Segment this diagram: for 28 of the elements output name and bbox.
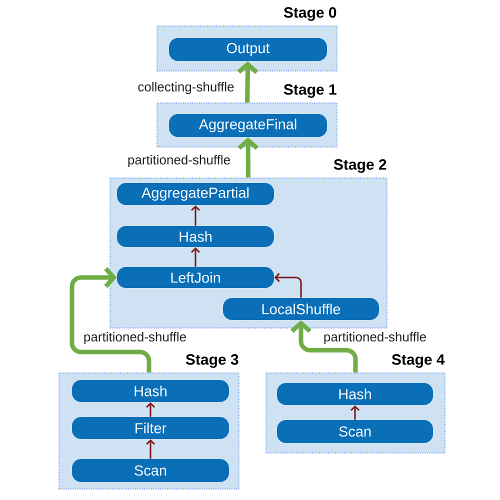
operator-box: Output [169, 38, 327, 61]
operator-box: Hash [277, 383, 433, 405]
operator-box: AggregatePartial [117, 183, 274, 205]
operator-box: Hash [72, 380, 229, 402]
operator-box: Hash [117, 226, 274, 247]
operator-box: Scan [72, 459, 229, 482]
stage-title: Stage 1 [284, 84, 336, 98]
operator-box: LocalShuffle [223, 298, 379, 320]
operator-box: AggregateFinal [169, 114, 327, 137]
stage-title: Stage 3 [186, 354, 238, 368]
arrow [190, 247, 200, 267]
edge-label: partitioned-shuffle [82, 330, 188, 346]
operator-box: LeftJoin [117, 267, 274, 288]
edge-label: collecting-shuffle [136, 80, 236, 96]
edge-label: partitioned-shuffle [126, 154, 232, 168]
arrow [146, 402, 156, 417]
edge-label: partitioned-shuffle [322, 330, 428, 346]
stage-title: Stage 4 [392, 354, 445, 368]
operator-box: Filter [72, 417, 229, 439]
arrow [237, 61, 258, 103]
arrow [238, 137, 259, 178]
arrow [350, 405, 360, 420]
operator-box: Scan [277, 420, 433, 443]
stage-title: Stage 0 [284, 7, 336, 21]
arrow [274, 272, 302, 298]
stage-title: Stage 2 [334, 159, 386, 173]
arrow [190, 205, 200, 226]
arrow [146, 439, 156, 459]
